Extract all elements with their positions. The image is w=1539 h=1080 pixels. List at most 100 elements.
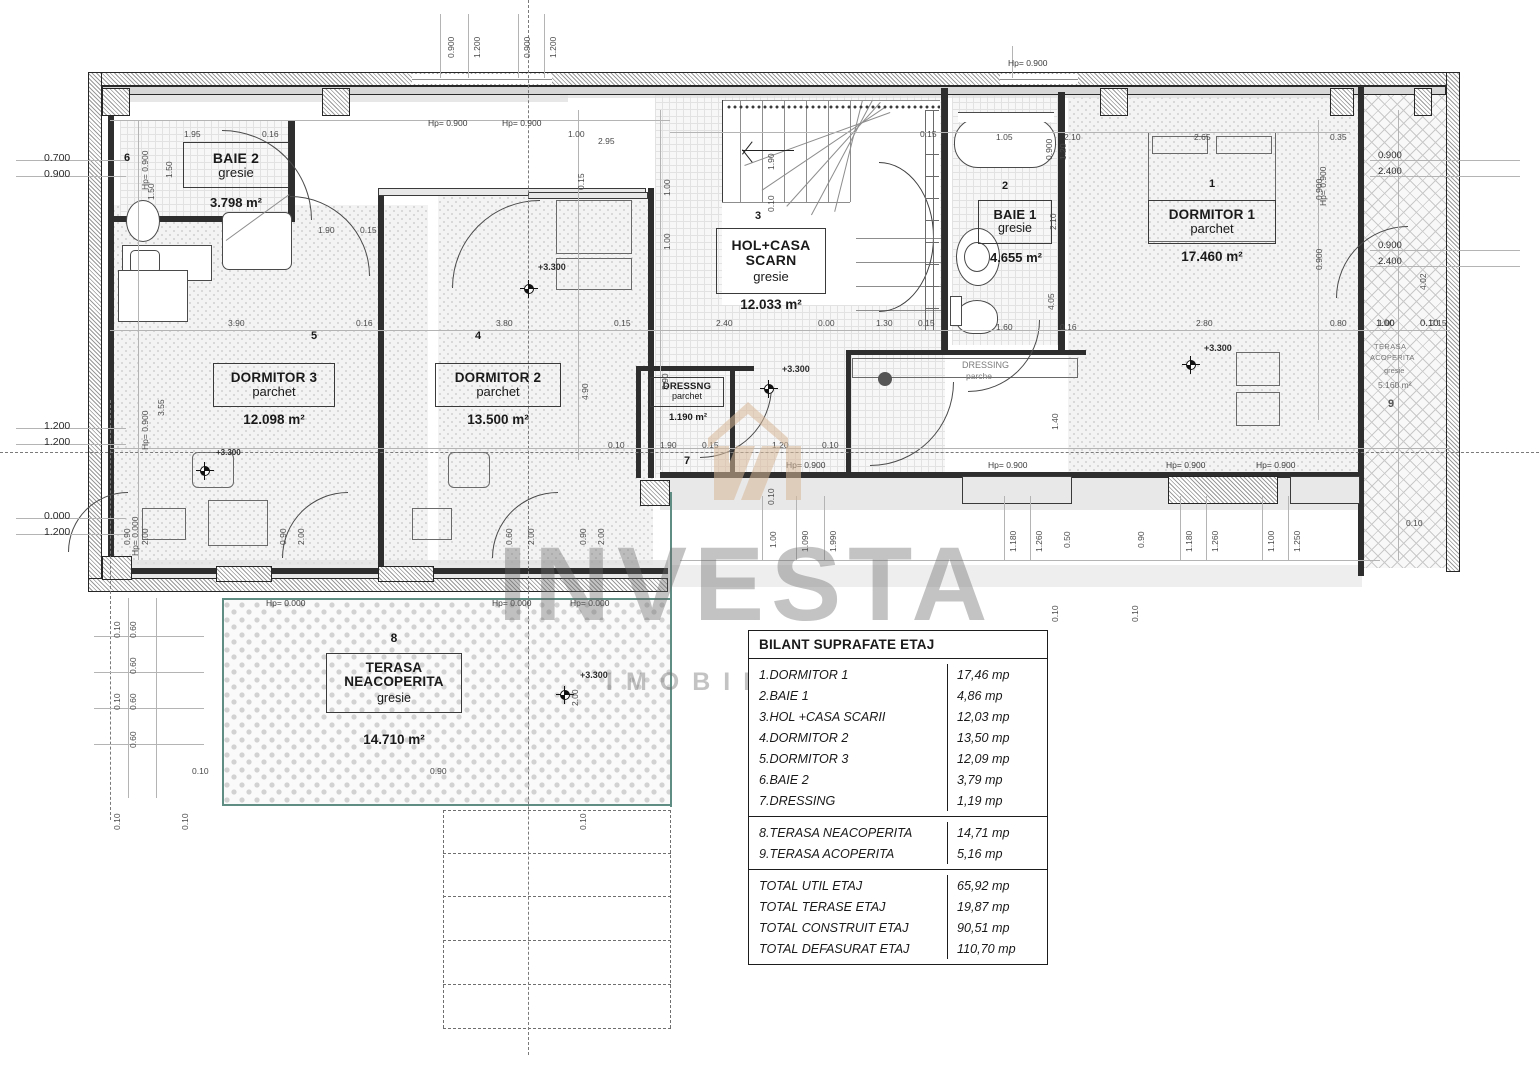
bilant-label: 6.BAIE 2 [749, 769, 948, 790]
axis-extension-f [16, 534, 126, 535]
dim-016c: 0.16 [1060, 322, 1077, 332]
bilant-pad-bottom2 [749, 864, 1047, 869]
dim-top-1200a: 1.200 [472, 36, 482, 58]
left-axis-1200a: 1.200 [44, 420, 71, 432]
dim-terrace-010e: 0.10 [578, 813, 588, 830]
level-text-dormitor1: +3.300 [1204, 343, 1232, 353]
below-outline-right [670, 810, 671, 1028]
dim-terrace-010c: 0.10 [112, 813, 122, 830]
table-row: 6.BAIE 2 3,79 mp [749, 769, 1047, 790]
dim-terrace-010b: 0.10 [112, 693, 122, 710]
level-marker-dormitor1 [1182, 356, 1200, 374]
bed-pillow-b-dormitor1 [1216, 136, 1272, 154]
dim-390: 3.90 [228, 318, 245, 328]
stair-balustrade-dots [726, 104, 940, 118]
below-outline-left [443, 810, 444, 1028]
dim-top-1200b: 1.200 [548, 36, 558, 58]
wall-between-dorm3-dorm2 [378, 188, 384, 578]
dim-vert-090-right-a: 0.900 [1314, 178, 1324, 200]
dim-016b: 0.16 [356, 318, 373, 328]
room-number-baie2: 6 [123, 152, 131, 164]
dim-chain-mid [110, 330, 1450, 331]
dim-vert-lo-118: 1.180 [1008, 530, 1018, 552]
dim-vert-lo-010: 0.10 [1050, 605, 1060, 622]
room-finish-baie1: gresie [997, 221, 1033, 236]
bilant-value: 14,71 mp [957, 825, 1010, 840]
wall-hol-bottom [846, 350, 851, 475]
wall-corner-hatch-a [102, 88, 130, 116]
bilant-value: 4,86 mp [957, 688, 1003, 703]
cabinet-dormitor3 [208, 500, 268, 546]
dim-door-200a: 2.00 [296, 528, 306, 545]
room-label-dressing: DRESSNG parchet [650, 377, 724, 407]
dim-vert-top-a [440, 14, 441, 78]
stair-riser-1 [740, 100, 741, 202]
closet2-dormitor2 [556, 258, 632, 290]
dim-280: 2.80 [1196, 318, 1213, 328]
right-axis-0900a: 0.900 [1378, 150, 1402, 161]
table-row: 8.TERASA NEACOPERITA 14,71 mp [749, 822, 1047, 843]
sink-bowl-baie1 [964, 242, 990, 272]
door-arc-left-low [68, 492, 128, 552]
right-axis-2400b: 2.400 [1378, 256, 1402, 267]
dim-dressing-010: 0.10 [766, 488, 776, 505]
axis-extension-b [16, 176, 126, 177]
terrace-edge-bottom [222, 804, 672, 806]
dim-vert-lower-i [1288, 496, 1289, 560]
room-label-baie1: BAIE 1 gresie [978, 200, 1052, 244]
dim-vert-center [660, 110, 661, 470]
room-area-hol: 12.033 m² [740, 297, 802, 312]
dim-vert-lo-050: 0.50 [1062, 531, 1072, 548]
slab-band-right-lower [672, 565, 1362, 587]
room-finish-hol: gresie [753, 268, 789, 284]
axis-extension-h [1370, 176, 1520, 177]
left-axis-0900: 0.900 [44, 168, 71, 180]
dim-terrace-060d: 0.60 [128, 731, 138, 748]
room-name-baie2: BAIE 2 [212, 149, 260, 166]
dim-terrace-h2 [94, 672, 204, 673]
room-name-dressing: DRESSNG [662, 381, 712, 393]
dim-terrace-010a: 0.10 [112, 621, 122, 638]
room-number-dormitor1: 1 [1208, 178, 1216, 190]
terrace-edge-right [670, 492, 672, 807]
room-number-dormitor3: 5 [310, 330, 318, 342]
hp-label-z2: Hp= 0.000 [492, 598, 532, 608]
room-area-dormitor1: 17.460 m² [1181, 249, 1243, 264]
left-axis-1200b: 1.200 [44, 436, 71, 448]
dim-vert-100-left: 1.00 [662, 233, 672, 250]
dim-010b: 0.10 [822, 440, 839, 450]
bilant-value: 110,70 mp [957, 941, 1016, 956]
floor-fill-terasa-acoperita [1364, 78, 1456, 568]
window-sill-bottom-b [378, 566, 434, 582]
dim-015d: 0.15 [1430, 318, 1447, 328]
floor-fill-terasa-neacoperita [222, 600, 670, 805]
dim-baie2-150: 1.50 [164, 161, 174, 178]
stair-left-edge [722, 100, 723, 202]
chair-dormitor2 [448, 452, 490, 488]
dim-vert-lo-125: 1.250 [1292, 530, 1302, 552]
bilant-label: TOTAL DEFASURAT ETAJ [749, 938, 948, 959]
room-name-hol-line2: SCARN [745, 252, 797, 269]
dim-010-terrace: 0.10 [192, 766, 209, 776]
level-text-dormitor3: +3.300 [216, 448, 241, 457]
dim-vert-lower-c [824, 496, 825, 560]
table-row: 4.DORMITOR 2 13,50 mp [749, 727, 1047, 748]
dim-hol-015: 0.15 [576, 173, 586, 190]
dim-chain-top [110, 120, 670, 121]
wall-exterior-right [1446, 72, 1460, 572]
room-name-baie1: BAIE 1 [993, 207, 1037, 223]
dim-vert-lo-100: 1.00 [768, 531, 778, 548]
bilant-label: 5.DORMITOR 3 [749, 748, 948, 769]
dim-door-060: 0.60 [504, 528, 514, 545]
level-text-dressing: +3.300 [782, 364, 810, 374]
wall-hol-right [941, 88, 948, 350]
bilant-label: 2.BAIE 1 [749, 685, 948, 706]
bilant-group-totals: TOTAL UTIL ETAJ 65,92 mp TOTAL TERASE ET… [749, 870, 1047, 964]
dim-terrace-h3 [94, 708, 204, 709]
room-number-dressing: 7 [683, 455, 691, 467]
bilant-value: 5,16 mp [957, 846, 1003, 861]
bilant-label: 4.DORMITOR 2 [749, 727, 948, 748]
dim-vert-0900-baie: 0.900 [1044, 138, 1054, 160]
dim-vert-right-b [1398, 110, 1399, 560]
dim-010c: 0.10 [1406, 518, 1423, 528]
